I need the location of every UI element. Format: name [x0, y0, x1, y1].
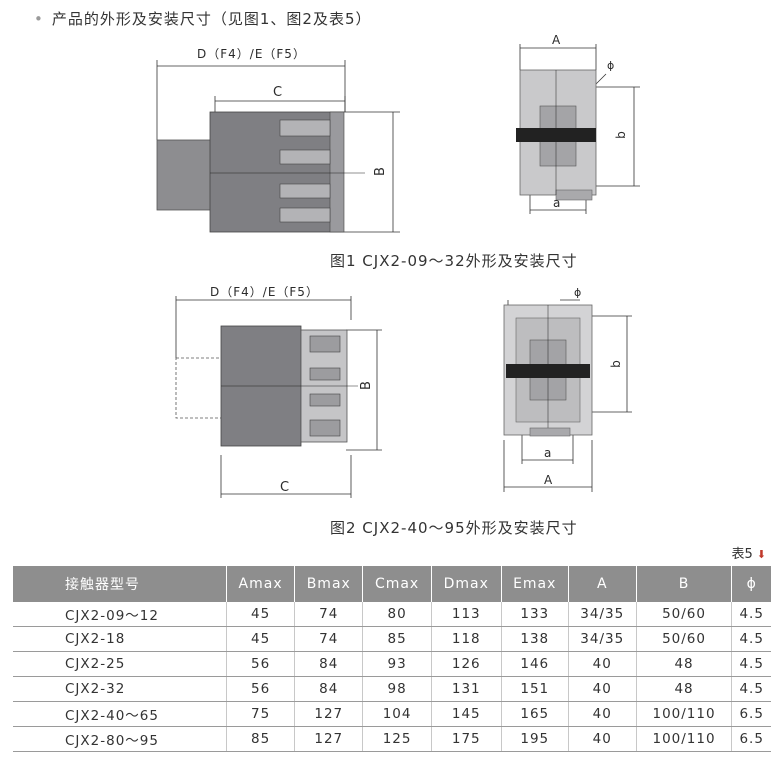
- table-cell: 34/35: [568, 626, 637, 652]
- table-cell: 151: [501, 676, 569, 702]
- table-header-row: 接触器型号 Amax Bmax Cmax Dmax Emax A B ϕ: [13, 566, 771, 602]
- dimension-table: 接触器型号 Amax Bmax Cmax Dmax Emax A B ϕ CJX…: [13, 566, 771, 752]
- table-cell: 84: [294, 676, 364, 702]
- table-cell: 125: [362, 726, 432, 752]
- table-row: CJX2-40～65 75 127 104 145 165 40 100/110…: [13, 701, 771, 727]
- header-phi: ϕ: [731, 566, 771, 602]
- table-cell: 50/60: [636, 626, 733, 652]
- header-model: 接触器型号: [13, 566, 227, 602]
- heading-text: 产品的外形及安装尺寸（见图1、图2及表5）: [51, 10, 372, 28]
- table-cell: 127: [294, 726, 364, 752]
- table-cell: 80: [362, 602, 432, 627]
- table-cell: 56: [226, 651, 296, 677]
- table-cell: 56: [226, 676, 296, 702]
- table-cell: 74: [294, 626, 364, 652]
- table-row: CJX2-18 45 74 85 118 138 34/35 50/60 4.5: [13, 626, 771, 652]
- table-cell: CJX2-80～95: [13, 726, 227, 752]
- table-cell: 45: [226, 626, 296, 652]
- header-dmax: Dmax: [431, 566, 502, 602]
- table-cell: 34/35: [568, 602, 637, 627]
- header-amax: Amax: [226, 566, 296, 602]
- table-cell: 50/60: [636, 602, 733, 627]
- table-cell: 74: [294, 602, 364, 627]
- bullet-icon: •: [34, 10, 44, 28]
- fig1-label-b: B: [372, 167, 388, 176]
- table-cell: 126: [431, 651, 502, 677]
- fig1-label-de: D（F4）/E（F5）: [197, 47, 306, 61]
- fig2-label-phi: ϕ: [574, 286, 582, 299]
- fig1-label-c: C: [273, 85, 283, 100]
- fig2-label-de: D（F4）/E（F5）: [210, 285, 319, 299]
- fig2-label-b-small: b: [608, 360, 623, 368]
- table-cell: 40: [568, 701, 637, 727]
- fig1-label-b-small: b: [613, 131, 628, 139]
- table-cell: CJX2-40～65: [13, 701, 227, 727]
- table-cell: 118: [431, 626, 502, 652]
- table-cell: 45: [226, 602, 296, 627]
- fig2-label-a-small: a: [544, 446, 552, 460]
- table-cell: 40: [568, 651, 637, 677]
- header-cmax: Cmax: [362, 566, 432, 602]
- table-cell: 145: [431, 701, 502, 727]
- table-cell: 4.5: [731, 626, 771, 652]
- table-cell: 4.5: [731, 602, 771, 627]
- table-cell: 100/110: [636, 701, 733, 727]
- table-cell: 138: [501, 626, 569, 652]
- table-cell: 48: [636, 651, 733, 677]
- table-cell: 127: [294, 701, 364, 727]
- table-cell: 84: [294, 651, 364, 677]
- table-cell: 4.5: [731, 651, 771, 677]
- figure-1-caption: 图1 CJX2-09～32外形及安装尺寸: [330, 252, 578, 270]
- table-cell: 93: [362, 651, 432, 677]
- header-a: A: [568, 566, 637, 602]
- header-emax: Emax: [501, 566, 569, 602]
- figure-2-caption: 图2 CJX2-40～95外形及安装尺寸: [330, 519, 578, 537]
- table-cell: 75: [226, 701, 296, 727]
- table-cell: 40: [568, 726, 637, 752]
- table-cell: CJX2-09～12: [13, 602, 227, 627]
- table-cell: 6.5: [731, 726, 771, 752]
- table-cell: 131: [431, 676, 502, 702]
- header-b: B: [636, 566, 733, 602]
- table-cell: 104: [362, 701, 432, 727]
- fig1-coil-block: [156, 139, 218, 211]
- table-cell: 6.5: [731, 701, 771, 727]
- table-cell: CJX2-32: [13, 676, 227, 702]
- table-cell: 48: [636, 676, 733, 702]
- table-cell: 40: [568, 676, 637, 702]
- table-cell: 133: [501, 602, 569, 627]
- table-tag-label: 表5: [731, 547, 753, 562]
- header-bmax: Bmax: [294, 566, 364, 602]
- section-heading: • 产品的外形及安装尺寸（见图1、图2及表5）: [34, 8, 372, 29]
- table-cell: CJX2-25: [13, 651, 227, 677]
- table-cell: 85: [362, 626, 432, 652]
- table-cell: 4.5: [731, 676, 771, 702]
- table-cell: 98: [362, 676, 432, 702]
- fig1-label-a-small: a: [553, 196, 561, 210]
- table-row: CJX2-32 56 84 98 131 151 40 48 4.5: [13, 676, 771, 702]
- table-row: CJX2-25 56 84 93 126 146 40 48 4.5: [13, 651, 771, 677]
- table-row: CJX2-09～12 45 74 80 113 133 34/35 50/60 …: [13, 602, 771, 627]
- table-cell: 100/110: [636, 726, 733, 752]
- table-tag: 表5⬇: [732, 543, 767, 562]
- fig2-coil-outline: [175, 357, 223, 419]
- table-cell: 146: [501, 651, 569, 677]
- table-cell: 175: [431, 726, 502, 752]
- table-cell: 113: [431, 602, 502, 627]
- fig1-label-phi: ϕ: [607, 59, 615, 72]
- table-row: CJX2-80～95 85 127 125 175 195 40 100/110…: [13, 726, 771, 752]
- table-cell: 165: [501, 701, 569, 727]
- download-icon[interactable]: ⬇: [756, 548, 766, 561]
- fig2-label-b: B: [358, 381, 374, 390]
- table-cell: 85: [226, 726, 296, 752]
- table-cell: CJX2-18: [13, 626, 227, 652]
- fig2-label-c: C: [280, 480, 290, 495]
- fig2-label-a-cap: A: [544, 473, 553, 487]
- table-cell: 195: [501, 726, 569, 752]
- fig1-label-a-cap: A: [552, 33, 561, 47]
